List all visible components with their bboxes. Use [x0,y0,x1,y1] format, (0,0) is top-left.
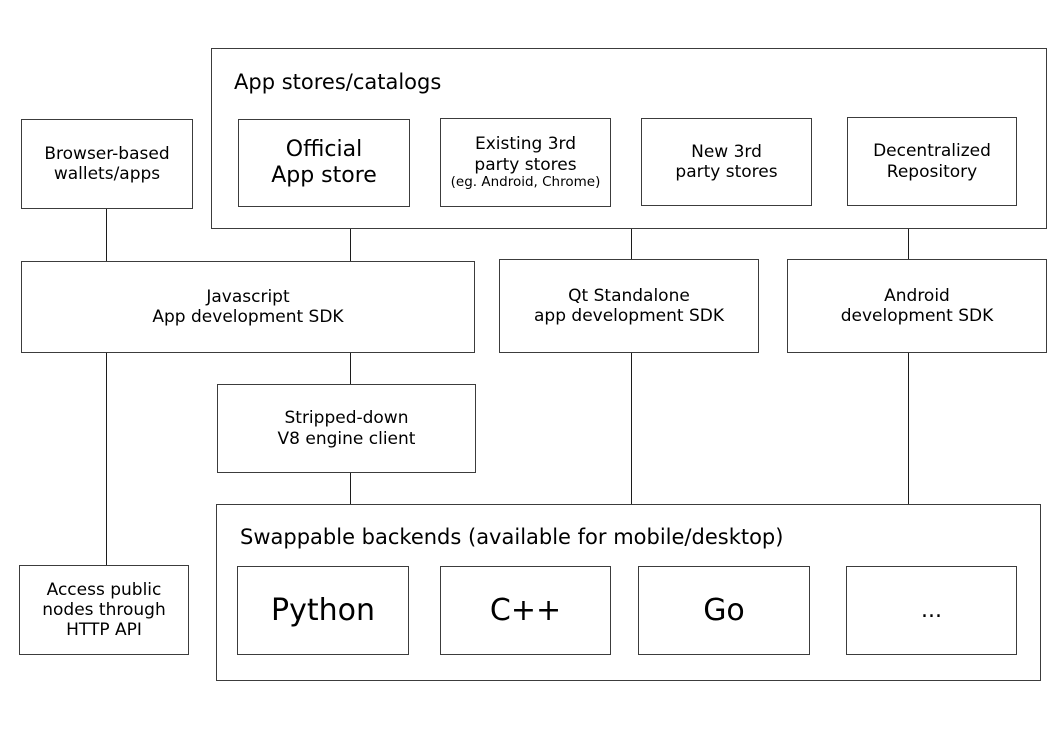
connector-js-sdk-to-public-nodes [106,353,107,565]
node-backend-go[interactable]: Go [638,566,810,655]
node-label-line3: HTTP API [66,620,142,641]
connector-android-sdk-to-backends [908,353,909,504]
node-label-line1: Qt Standalone [568,285,690,306]
node-existing-3rd-party-stores[interactable]: Existing 3rd party stores (eg. Android, … [440,118,611,207]
node-official-app-store[interactable]: Official App store [238,119,410,207]
node-browser-based-wallets[interactable]: Browser-based wallets/apps [21,119,193,209]
connector-appstores-to-android-sdk [908,229,909,259]
group-app-stores-title: App stores/catalogs [234,70,442,94]
node-decentralized-repository[interactable]: Decentralized Repository [847,117,1017,206]
node-stripped-down-v8-engine-client[interactable]: Stripped-down V8 engine client [217,384,476,473]
node-label-line2: development SDK [840,306,994,326]
node-label-line2: App store [271,163,377,188]
node-label: Python [271,592,375,628]
node-qt-standalone-sdk[interactable]: Qt Standalone app development SDK [499,259,759,353]
node-label-line2: party stores [675,162,778,182]
node-label-line1: Access public [46,579,162,600]
node-label-line1: Existing 3rd [474,134,577,155]
node-backend-cpp[interactable]: C++ [440,566,611,655]
connector-appstores-to-js-sdk [350,229,351,261]
connector-js-sdk-to-v8 [350,353,351,384]
node-backend-python[interactable]: Python [237,566,409,655]
node-label-line2: App development SDK [152,307,344,327]
node-label: ... [921,597,942,623]
node-label: C++ [489,592,562,628]
node-label-line1: Android [884,285,950,306]
node-label-line1: Decentralized [873,141,991,162]
group-swappable-backends-title: Swappable backends (available for mobile… [240,525,784,549]
node-label-note: (eg. Android, Chrome) [450,173,601,190]
node-label-line1: Javascript [206,286,290,307]
node-javascript-app-development-sdk[interactable]: Javascript App development SDK [21,261,475,353]
connector-qt-sdk-to-backends [631,353,632,504]
node-label-line2: party stores [474,154,577,175]
node-label-line2: nodes through [42,599,166,620]
node-access-public-nodes-http-api[interactable]: Access public nodes through HTTP API [19,565,189,655]
node-label-line2: V8 engine client [277,428,416,449]
node-label-line1: Official [285,137,363,163]
node-label-line1: Stripped-down [284,408,409,429]
node-label-line2: wallets/apps [53,164,161,184]
node-label-line1: New 3rd [691,141,762,162]
node-label: Go [703,592,745,628]
connector-v8-to-backends [350,473,351,504]
node-backend-other[interactable]: ... [846,566,1017,655]
node-label-line2: app development SDK [534,306,724,326]
connector-appstores-to-qt-sdk [631,229,632,259]
node-label-line1: Browser-based [44,143,170,164]
node-new-3rd-party-stores[interactable]: New 3rd party stores [641,118,812,206]
connector-browser-to-js-sdk [106,209,107,261]
node-android-development-sdk[interactable]: Android development SDK [787,259,1047,353]
node-label-line2: Repository [886,161,978,182]
